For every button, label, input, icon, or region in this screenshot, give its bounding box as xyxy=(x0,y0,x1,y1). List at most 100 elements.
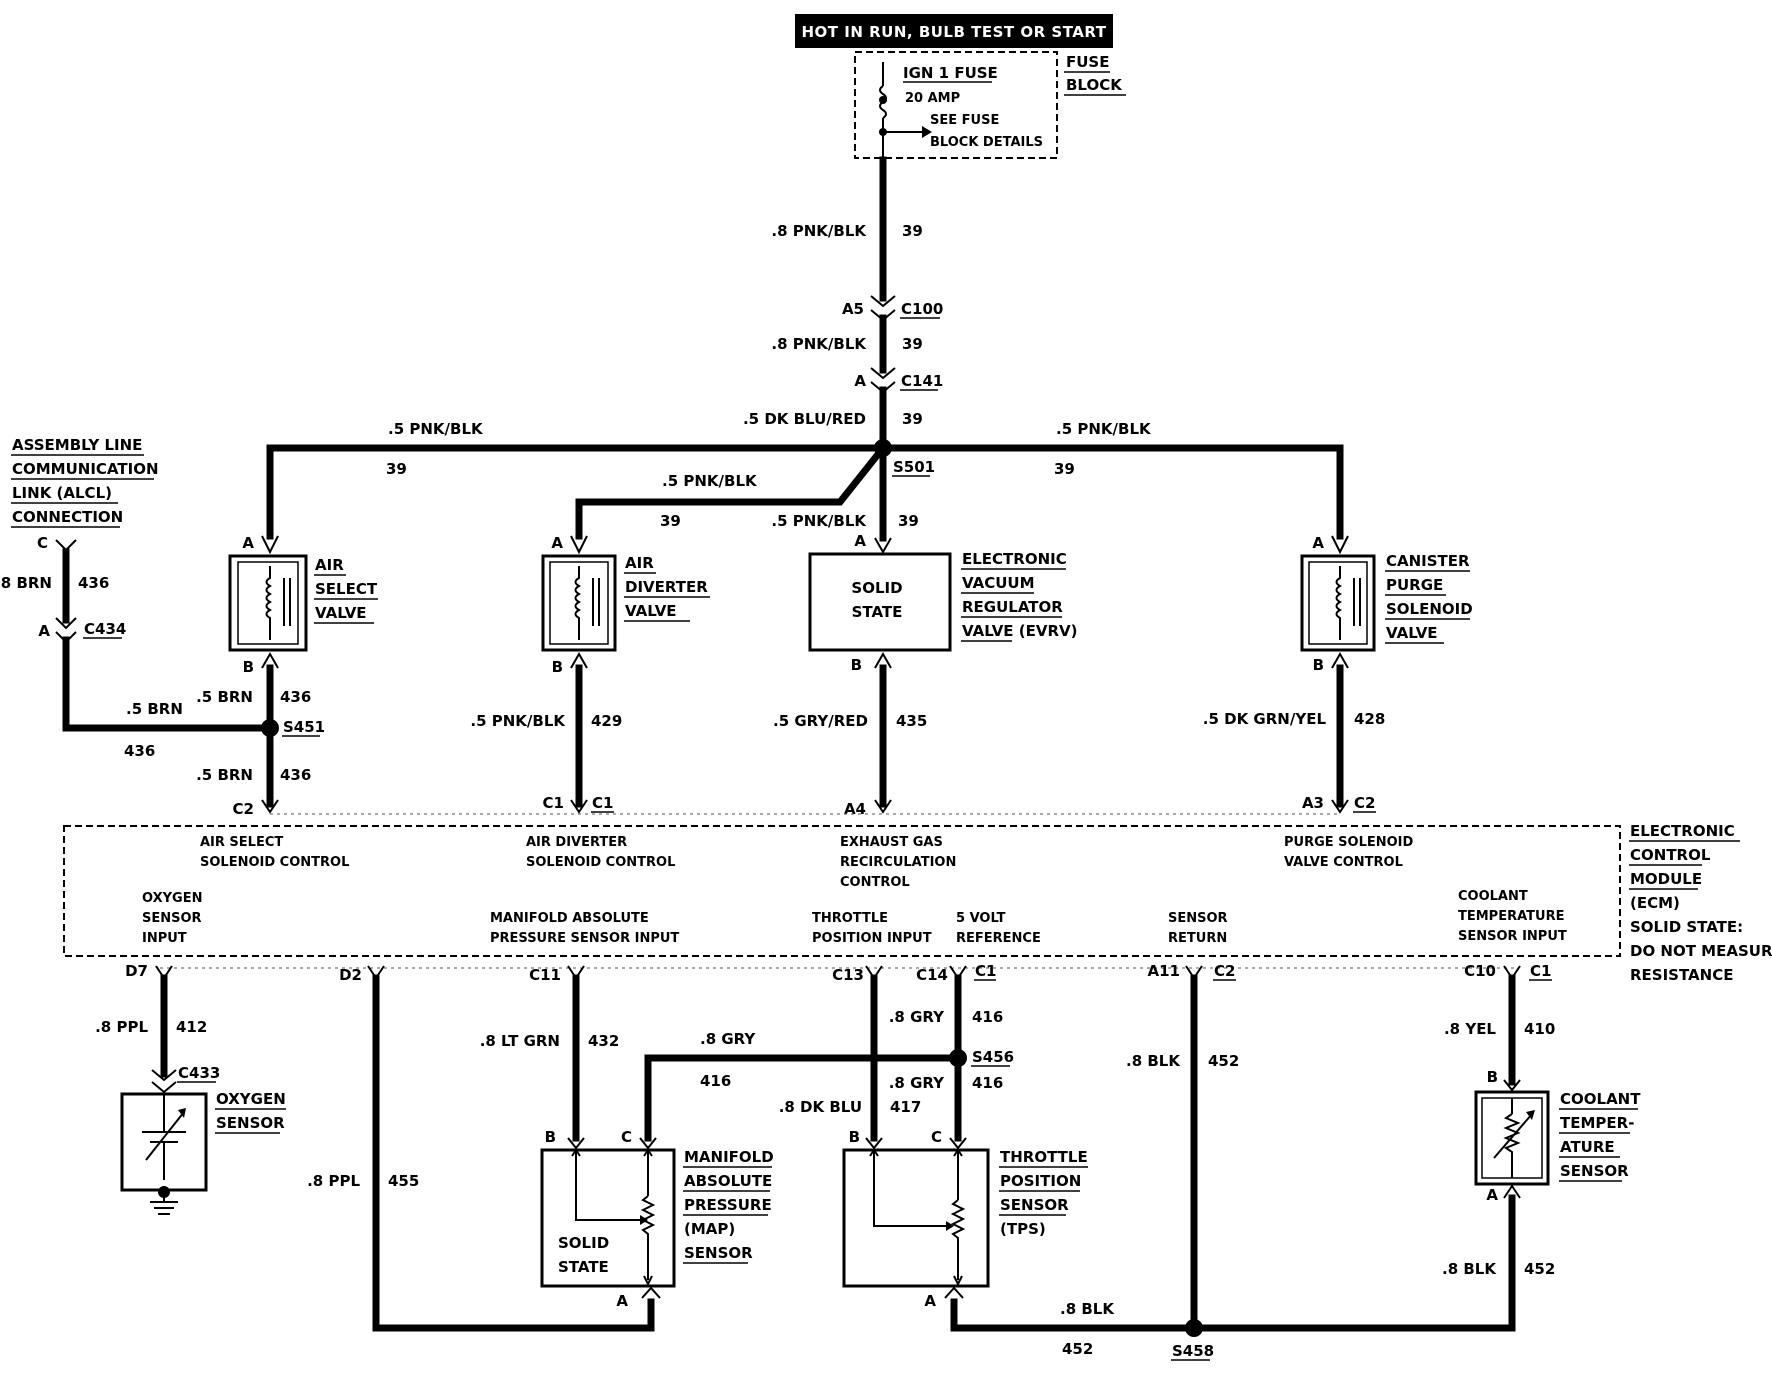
coolant-ground-wire xyxy=(1190,1194,1516,1332)
ecm-c13-pin: C13 xyxy=(832,966,864,984)
air-select-label-1: AIR xyxy=(315,556,344,574)
evrv-valve xyxy=(808,552,952,652)
power-label: HOT IN RUN, BULB TEST OR START xyxy=(802,23,1107,41)
a11-circuit: 452 xyxy=(1208,1052,1239,1070)
c10-circuit: 410 xyxy=(1524,1020,1555,1038)
fuse-block-label-2: BLOCK xyxy=(1066,76,1123,94)
c434-pin: A xyxy=(38,622,50,640)
air-select-a-terminal xyxy=(261,535,279,555)
map-c-pin: C xyxy=(621,1128,632,1146)
s458-label: S458 xyxy=(1172,1342,1214,1360)
right-branch-color: .5 PNK/BLK xyxy=(1056,420,1152,438)
diverter-label-1: AIR xyxy=(625,554,654,572)
ecm-label-7: RESISTANCE xyxy=(1630,966,1733,984)
ecm-d7-pin: D7 xyxy=(125,962,148,980)
o2-circuit: 412 xyxy=(176,1018,207,1036)
evrv-label-1: ELECTRONIC xyxy=(962,550,1067,568)
tps-b-pin: B xyxy=(849,1128,860,1146)
alcl-c-pin: C xyxy=(37,534,48,552)
ecm-fn-coolant-2: TEMPERATURE xyxy=(1458,909,1564,924)
o2-color: .8 PPL xyxy=(95,1018,148,1036)
ecm-c2-right: C2 xyxy=(1354,794,1375,812)
ecm-fn-ref-1: 5 VOLT xyxy=(956,911,1006,926)
ecm-module xyxy=(63,825,1621,957)
evrv-b-circuit: 435 xyxy=(896,712,927,730)
canister-purge-valve xyxy=(1300,554,1376,652)
coolant-label-1: COOLANT xyxy=(1560,1090,1641,1108)
tps-sensor xyxy=(842,1148,990,1288)
cts-a-pin: A xyxy=(1486,1186,1498,1204)
map-ref-wire xyxy=(644,1054,962,1142)
ecm-fn-air-diverter-1: AIR DIVERTER xyxy=(526,835,627,850)
ecm-c1c-label: C1 xyxy=(1530,962,1551,980)
alcl-label-3: LINK (ALCL) xyxy=(12,484,112,502)
solenoid-coil-icon xyxy=(265,566,273,640)
potentiometer-icon xyxy=(640,1195,656,1280)
right-branch-circuit: 39 xyxy=(1054,460,1075,478)
map-ref-circuit: 416 xyxy=(700,1072,731,1090)
ecm-a11-pin: A11 xyxy=(1148,962,1180,980)
evrv-b-color: .5 GRY/RED xyxy=(773,712,868,730)
ecm-label-3: MODULE xyxy=(1630,870,1702,888)
c141-connector xyxy=(870,367,896,394)
a11-color: .8 BLK xyxy=(1126,1052,1181,1070)
diverter-feed-color: .5 PNK/BLK xyxy=(662,472,758,490)
c433-label: C433 xyxy=(178,1064,220,1082)
map-ref-color: .8 GRY xyxy=(700,1030,756,1048)
map-box-1: SOLID xyxy=(558,1234,609,1252)
ecm-label-5: SOLID STATE: xyxy=(1630,918,1743,936)
d2-color: .8 PPL xyxy=(307,1172,360,1190)
tps-ground-wire xyxy=(950,1298,1198,1332)
tps-a-circuit: 452 xyxy=(1062,1340,1093,1358)
fuse-note-1: SEE FUSE xyxy=(930,113,999,128)
map-b-pin: B xyxy=(545,1128,556,1146)
ecm-fn-map-1: MANIFOLD ABSOLUTE xyxy=(490,911,649,926)
ecm-fn-egr-3: CONTROL xyxy=(840,875,910,890)
alcl-circuit: 436 xyxy=(78,574,109,592)
tps-a-color: .8 BLK xyxy=(1060,1300,1115,1318)
coolant-label-4: SENSOR xyxy=(1560,1162,1629,1180)
feed3-circuit: 39 xyxy=(902,410,923,428)
variable-arrow-icon xyxy=(145,1111,185,1161)
ecm-c2b-label: C2 xyxy=(1214,962,1235,980)
canister-label-1: CANISTER xyxy=(1386,552,1470,570)
thermistor-icon xyxy=(1503,1113,1521,1178)
map-label-3: PRESSURE xyxy=(684,1196,772,1214)
canister-b-circuit: 428 xyxy=(1354,710,1385,728)
map-sensor xyxy=(540,1148,676,1288)
air-select-c2-circuit: 436 xyxy=(280,766,311,784)
evrv-label-4: VALVE (EVRV) xyxy=(962,622,1078,640)
air-select-b-color: .5 BRN xyxy=(196,688,253,706)
solenoid-coil-icon-3 xyxy=(1335,566,1343,640)
c14-circuit: 416 xyxy=(972,1008,1003,1026)
c13-circuit: 417 xyxy=(890,1098,921,1116)
feed2-color: .8 PNK/BLK xyxy=(771,335,867,353)
right-branch-wire xyxy=(879,444,1344,540)
evrv-feed-circuit: 39 xyxy=(898,512,919,530)
ecm-fn-oxygen-2: SENSOR xyxy=(142,911,202,926)
s501-label: S501 xyxy=(893,458,935,476)
ecm-fn-egr-2: RECIRCULATION xyxy=(840,855,956,870)
ecm-label-4: (ECM) xyxy=(1630,894,1680,912)
canister-label-3: SOLENOID xyxy=(1386,600,1473,618)
diverter-b-color: .5 PNK/BLK xyxy=(470,712,566,730)
tps-a-pin: A xyxy=(924,1292,936,1310)
feed1-circuit: 39 xyxy=(902,222,923,240)
alcl-label-1: ASSEMBLY LINE xyxy=(12,436,142,454)
alcl-label-4: CONNECTION xyxy=(12,508,123,526)
map-label-2: ABSOLUTE xyxy=(684,1172,772,1190)
ecm-fn-throttle-2: POSITION INPUT xyxy=(812,931,932,946)
evrv-box-2: STATE xyxy=(852,603,903,621)
map-label-4: (MAP) xyxy=(684,1220,735,1238)
fuse-block-label-1: FUSE xyxy=(1066,53,1109,71)
ecm-fn-purge-2: VALVE CONTROL xyxy=(1284,855,1403,870)
fuse-rating: 20 AMP xyxy=(905,91,960,106)
map-a-pin: A xyxy=(616,1292,628,1310)
s451-splice xyxy=(261,719,279,737)
d2-wire xyxy=(372,974,655,1332)
ecm-fn-return-1: SENSOR xyxy=(1168,911,1228,926)
ecm-fn-air-diverter-2: SOLENOID CONTROL xyxy=(526,855,675,870)
evrv-label-2: VACUUM xyxy=(962,574,1035,592)
fuse-block xyxy=(854,51,1058,159)
